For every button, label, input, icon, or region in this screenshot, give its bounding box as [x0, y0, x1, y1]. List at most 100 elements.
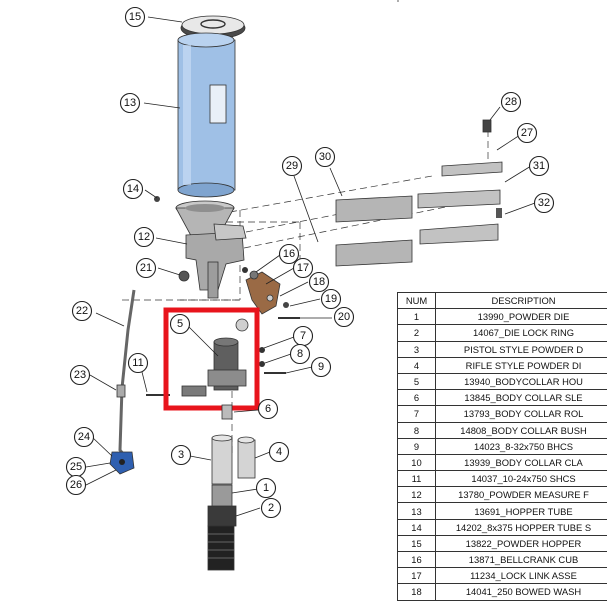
- bom-cell-description: 14067_DIE LOCK RING: [435, 324, 607, 342]
- callout-23: 23: [69, 364, 91, 386]
- callout-label: 22: [76, 305, 88, 317]
- callout-4: 4: [268, 441, 290, 463]
- bom-cell-num: 5: [397, 372, 436, 391]
- rifle-powder-die: [237, 436, 256, 479]
- callout-label: 28: [505, 96, 517, 108]
- bom-cell-num: 2: [397, 324, 436, 342]
- callout-label: 29: [286, 160, 298, 172]
- highlight-box: [163, 307, 260, 411]
- bom-cell-description: 14041_250 BOWED WASH: [435, 583, 607, 601]
- callout-31: 31: [528, 155, 550, 177]
- callout-circle: [281, 155, 303, 177]
- callout-label: 5: [177, 318, 183, 330]
- bom-cell-description: RIFLE STYLE POWDER DI: [435, 356, 607, 374]
- bom-cell-num: 12: [397, 486, 436, 504]
- callout-label: 9: [318, 361, 324, 373]
- callout-label: 17: [297, 262, 309, 274]
- bom-cell-num: 11: [397, 470, 436, 488]
- callout-circle: [257, 398, 279, 420]
- bom-cell-description: 13871_BELLCRANK CUB: [435, 550, 607, 569]
- body-collar-sleeve: [221, 404, 233, 420]
- callout-16: 16: [278, 243, 300, 265]
- powder-bar-slides: [335, 119, 503, 267]
- callout-circle: [122, 178, 144, 200]
- bom-cell-description: 13822_POWDER HOPPER: [435, 534, 607, 553]
- callout-26: 26: [65, 474, 87, 496]
- callout-circle: [289, 343, 311, 365]
- powder-die: [207, 484, 237, 571]
- callout-label: 12: [138, 231, 150, 243]
- bom-cell-description: PISTOL STYLE POWDER D: [435, 340, 607, 358]
- callout-circle: [260, 497, 282, 519]
- callout-circle: [533, 192, 555, 214]
- actuator-rod: [116, 289, 136, 456]
- callout-circle: [333, 306, 355, 328]
- callout-label: 18: [313, 276, 325, 288]
- pistol-powder-die: [211, 434, 233, 485]
- callout-circle: [500, 91, 522, 113]
- bom-cell-num: 8: [397, 421, 436, 439]
- hopper-tube: [177, 32, 236, 198]
- callout-circle: [278, 243, 300, 265]
- callout-circle: [310, 356, 332, 378]
- bom-cell-description: 14202_8x375 HOPPER TUBE S: [435, 518, 607, 536]
- callout-label: 1: [263, 482, 269, 494]
- bom-cell-description: 13780_POWDER MEASURE F: [435, 486, 607, 504]
- callout-29: 29: [281, 155, 303, 177]
- body-collar-assembly: [146, 318, 286, 397]
- callout-circle: [320, 288, 342, 310]
- callout-label: 4: [276, 446, 282, 458]
- callout-7: 7: [292, 325, 314, 347]
- callout-19: 19: [320, 288, 342, 310]
- leader-lines: [85, 16, 536, 517]
- bom-cell-num: 3: [397, 340, 436, 358]
- callout-label: 11: [132, 357, 143, 369]
- callout-label: 6: [265, 403, 271, 415]
- bom-cell-description: 13940_BODYCOLLAR HOU: [435, 372, 607, 391]
- hex-nut: [178, 270, 190, 282]
- bom-cell-num: 7: [397, 405, 436, 423]
- callout-label: 16: [283, 248, 295, 260]
- callout-12: 12: [133, 226, 155, 248]
- callout-circle: [308, 271, 330, 293]
- bom-cell-num: 6: [397, 389, 436, 407]
- callout-circle: [314, 146, 336, 168]
- bom-cell-num: 9: [397, 437, 436, 455]
- rod-end-fitting: [109, 451, 135, 475]
- bom-cell-num: 10: [397, 453, 436, 472]
- callout-circle: [69, 364, 91, 386]
- callout-15: 15: [124, 6, 146, 28]
- callout-circle: [170, 444, 192, 466]
- callout-label: 26: [70, 479, 82, 491]
- bom-cell-num: 14: [397, 518, 436, 536]
- callout-label: 27: [521, 127, 533, 139]
- callout-1: 1: [255, 477, 277, 499]
- bom-cell-description: 13939_BODY COLLAR CLA: [435, 453, 607, 472]
- callout-circle: [255, 477, 277, 499]
- bom-cell-description: 14808_BODY COLLAR BUSH: [435, 421, 607, 439]
- callout-circle: [124, 6, 146, 28]
- callout-label: 21: [140, 262, 152, 274]
- bom-cell-num: 1: [397, 308, 436, 326]
- callout-label: 14: [127, 183, 139, 195]
- callout-9: 9: [310, 356, 332, 378]
- callout-circle: [268, 441, 290, 463]
- callout-circle: [71, 300, 93, 322]
- callout-label: 2: [268, 502, 274, 514]
- bellcrank-assembly: [242, 267, 300, 319]
- bom-header-description: DESCRIPTION: [435, 291, 607, 310]
